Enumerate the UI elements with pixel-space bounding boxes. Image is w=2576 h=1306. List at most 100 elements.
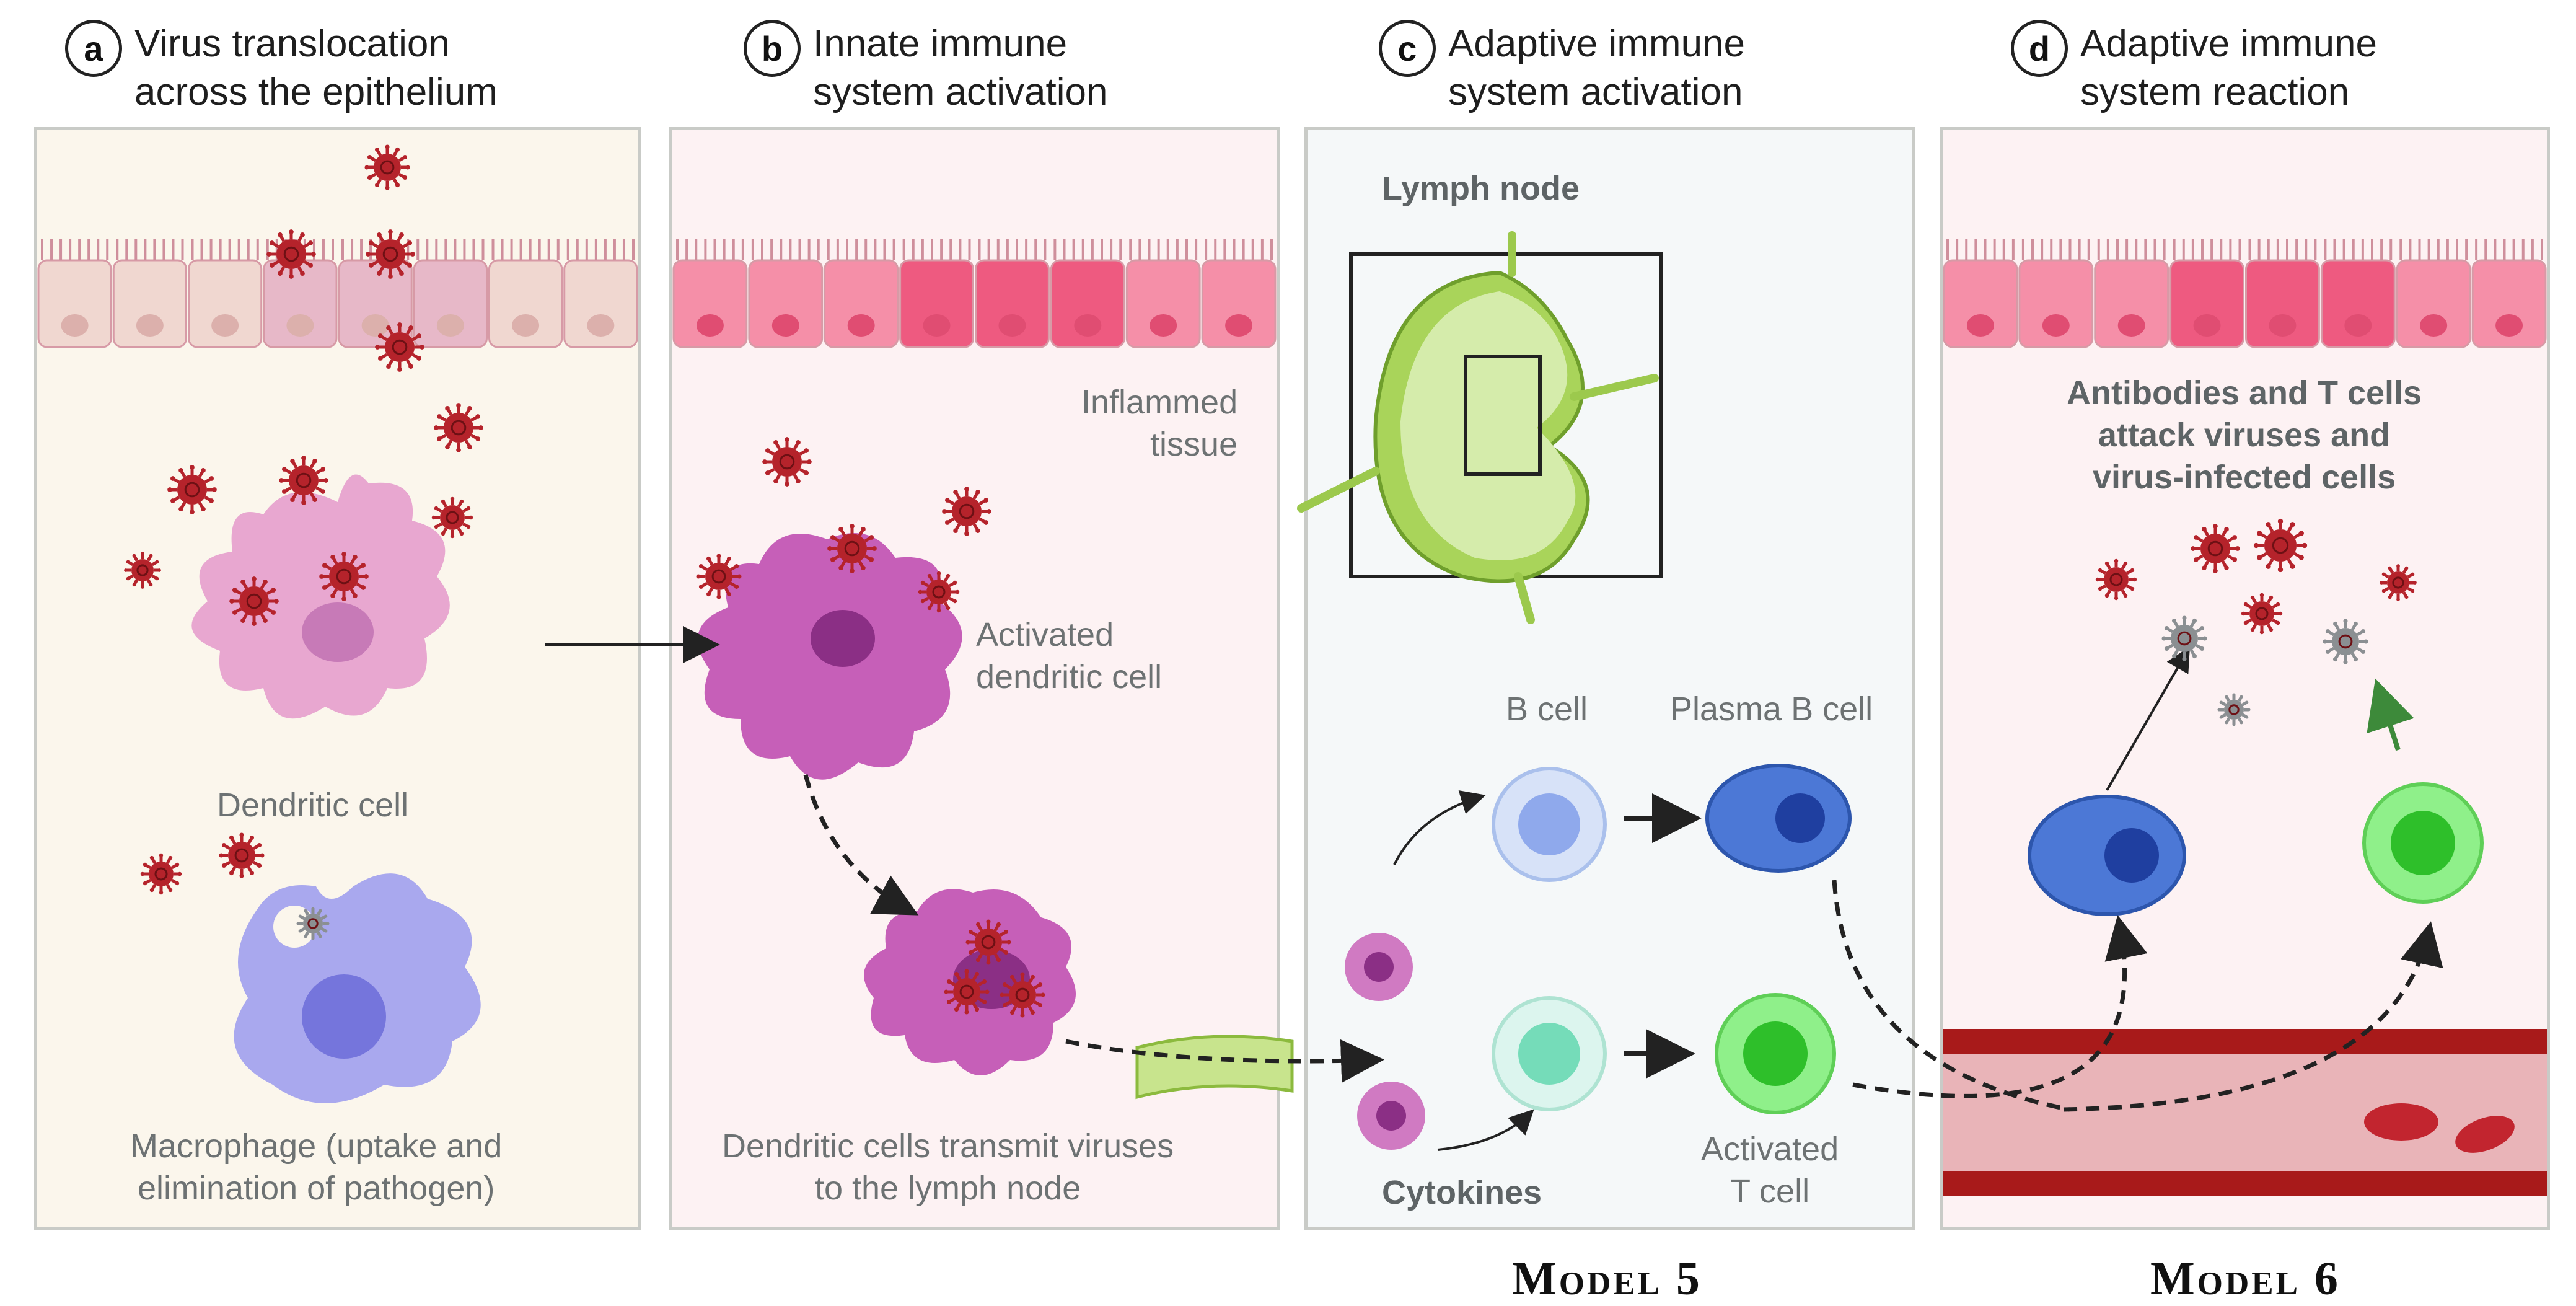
epithelial-cell (2094, 259, 2169, 348)
epithelial-nucleus (1225, 314, 1253, 337)
panel-title-a-line1: Virus translocation (134, 22, 450, 65)
epithelium-b (672, 239, 1277, 348)
epithelial-cell (899, 259, 974, 348)
panel-letter-c: c (1379, 20, 1436, 77)
virus-icon (944, 969, 990, 1015)
label-attack-line1: Antibodies and T cells (2067, 374, 2422, 412)
macrophage (234, 873, 481, 1103)
arrow-cytokine-b (1393, 790, 1486, 865)
virus-icon (229, 576, 279, 626)
arrow-antibody-attack (2106, 646, 2191, 792)
virus-icon (266, 229, 316, 279)
label-inflamed-line1: Inflammed (1081, 384, 1238, 421)
label-activated-t-line1: Activated (1701, 1131, 1839, 1168)
panel-letter-b: b (744, 20, 801, 77)
arrow-vessel-to-plasma (1852, 915, 2148, 1098)
arrow-cytokine-t (1437, 1109, 1534, 1151)
epithelial-nucleus (923, 314, 951, 337)
epithelial-cell (975, 259, 1050, 348)
epithelial-nucleus (436, 314, 464, 337)
epithelial-cell (37, 259, 112, 348)
epithelial-cell (2169, 259, 2244, 348)
label-attack: Antibodies and T cells attack viruses an… (2067, 372, 2422, 498)
epithelial-nucleus (2042, 314, 2070, 337)
cytokine-cell-upper (1345, 933, 1413, 1001)
virus-icon (319, 552, 369, 601)
arrow-dc-migration (803, 774, 919, 916)
epithelial-nucleus (2193, 314, 2221, 337)
dendritic-cell (191, 474, 450, 719)
epithelial-cell (748, 259, 824, 348)
epithelial-nucleus (2420, 314, 2448, 337)
virus-icon (296, 907, 330, 940)
epithelium-d (1943, 239, 2547, 348)
label-transmit: Dendritic cells transmit viruses to the … (722, 1125, 1174, 1209)
panel-title-d-line2: system reaction (2080, 71, 2350, 113)
epithelial-nucleus (512, 314, 540, 337)
virus-icon (364, 144, 410, 190)
panel-title-c-line1: Adaptive immune (1448, 22, 1746, 65)
model-label-right: Model 6 (2150, 1253, 2341, 1305)
virus-icon (2380, 564, 2417, 601)
epithelial-cell (2018, 259, 2094, 348)
virus-icon (2191, 524, 2240, 573)
activated-t-cell (1715, 993, 1836, 1114)
virus-icon (696, 554, 742, 599)
label-transmit-line2: to the lymph node (814, 1170, 1081, 1207)
label-lymph-node: Lymph node (1382, 170, 1580, 207)
blood-vessel (1943, 1029, 2547, 1196)
epithelial-cell (672, 259, 748, 348)
virus-icon (827, 524, 877, 573)
label-activated-dc-line1: Activated (976, 616, 1114, 653)
label-inflamed-line2: tissue (1150, 426, 1238, 463)
virus-icon (431, 496, 473, 539)
epithelial-nucleus (998, 314, 1026, 337)
virus-icon (965, 919, 1011, 965)
label-macrophage-line1: Macrophage (uptake and (130, 1127, 503, 1165)
label-activated-t-cell: Activated T cell (1701, 1128, 1839, 1212)
virus-icon (219, 832, 265, 878)
t-cell-d (2362, 782, 2484, 904)
t-cell (1492, 996, 1607, 1111)
virus-icon (2161, 615, 2207, 661)
epithelial-nucleus (696, 314, 724, 337)
virus-icon (2217, 693, 2251, 726)
epithelial-nucleus (1074, 314, 1102, 337)
epithelial-nucleus (2117, 314, 2145, 337)
label-attack-line3: virus-infected cells (2092, 459, 2396, 496)
epithelial-cell (1050, 259, 1125, 348)
plasma-b-cell (1705, 764, 1852, 873)
virus-icon (434, 403, 483, 452)
epithelial-cell (2396, 259, 2471, 348)
epithelial-nucleus (136, 314, 164, 337)
epithelium-a (37, 239, 638, 348)
label-macrophage-line2: elimination of pathogen) (138, 1170, 495, 1207)
virus-icon (2095, 558, 2137, 601)
virus-icon (140, 853, 182, 895)
epithelial-nucleus (587, 314, 615, 337)
epithelial-cell (1943, 259, 2018, 348)
epithelial-cell (112, 259, 187, 348)
virus-icon (2253, 518, 2308, 573)
epithelial-cell (2245, 259, 2320, 348)
epithelial-nucleus (847, 314, 875, 337)
epithelial-cell (824, 259, 899, 348)
virus-icon (942, 487, 991, 536)
virus-icon (2241, 593, 2283, 635)
epithelial-nucleus (1150, 314, 1177, 337)
panel-title-d-line1: Adaptive immune (2080, 22, 2378, 65)
arrow-vessel-to-t-cell (2063, 921, 2443, 1112)
lymph-node-zoom-box (1464, 355, 1542, 476)
epithelial-cell (1125, 259, 1201, 348)
label-cytokines: Cytokines (1382, 1174, 1542, 1211)
label-attack-line2: attack viruses and (2098, 417, 2391, 454)
label-plasma-b-cell: Plasma B cell (1670, 691, 1873, 728)
label-inflamed-tissue: Inflammed tissue (1081, 381, 1237, 465)
lymphatic-vessel (1135, 1035, 1294, 1100)
